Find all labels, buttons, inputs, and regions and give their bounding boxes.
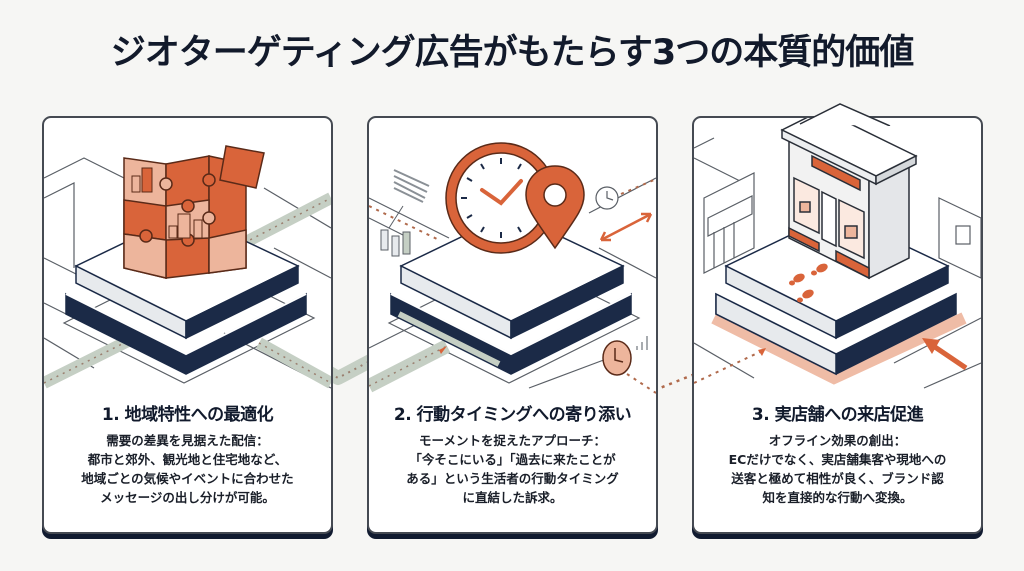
- description-line: 「今そこにいる」「過去に来たことが: [409, 452, 616, 467]
- value-title: 1. 地域特性への最適化: [101, 405, 274, 425]
- description-line: 需要の差異を見据えた配信：: [106, 433, 269, 448]
- description-line: オフライン効果の創出：: [768, 433, 907, 448]
- value-card-3: 3. 実店舗への来店促進 オフライン効果の創出： ECだけでなく、実店舗集客や現…: [692, 116, 983, 534]
- value-card-2: 2. 行動タイミングへの寄り添い モーメントを捉えたアプローチ： 「今そこにいる…: [367, 116, 658, 534]
- description-line: 都市と郊外、観光地と住宅地など、: [87, 452, 288, 467]
- clock-location-pin-icon: [369, 142, 656, 394]
- description-line: ある」という生活者の行動タイミング: [406, 471, 619, 486]
- puzzle-map-icon: [44, 145, 331, 389]
- value-description: オフライン効果の創出： ECだけでなく、実店舗集客や現地への 送客と極めて相性が…: [694, 431, 981, 507]
- description-line: に直結した訴求。: [462, 490, 563, 505]
- description-line: 送客と極めて相性が良く、ブランド認: [731, 471, 944, 486]
- value-description: 需要の差異を見据えた配信： 都市と郊外、観光地と住宅地など、 地域ごとの気候やイ…: [44, 431, 331, 507]
- storefront-footprints-icon: [694, 118, 981, 389]
- description-line: 地域ごとの気候やイベントに合わせた: [81, 471, 294, 486]
- description-line: 知を直接的な行動へ変換。: [762, 490, 913, 505]
- description-line: ECだけでなく、実店舗集客や現地への: [728, 452, 947, 467]
- value-title: 2. 行動タイミングへの寄り添い: [393, 405, 632, 425]
- value-card-1: 1. 地域特性への最適化 需要の差異を見据えた配信： 都市と郊外、観光地と住宅地…: [42, 116, 333, 534]
- value-description: モーメントを捉えたアプローチ： 「今そこにいる」「過去に来たことが ある」という…: [369, 431, 656, 507]
- description-line: モーメントを捉えたアプローチ：: [418, 433, 606, 448]
- page-title: ジオターゲティング広告がもたらす3つの本質的価値: [110, 33, 915, 73]
- storefront-roof-icon: [799, 103, 891, 126]
- description-line: メッセージの出し分けが可能。: [100, 490, 275, 505]
- value-title: 3. 実店舗への来店促進: [751, 405, 924, 425]
